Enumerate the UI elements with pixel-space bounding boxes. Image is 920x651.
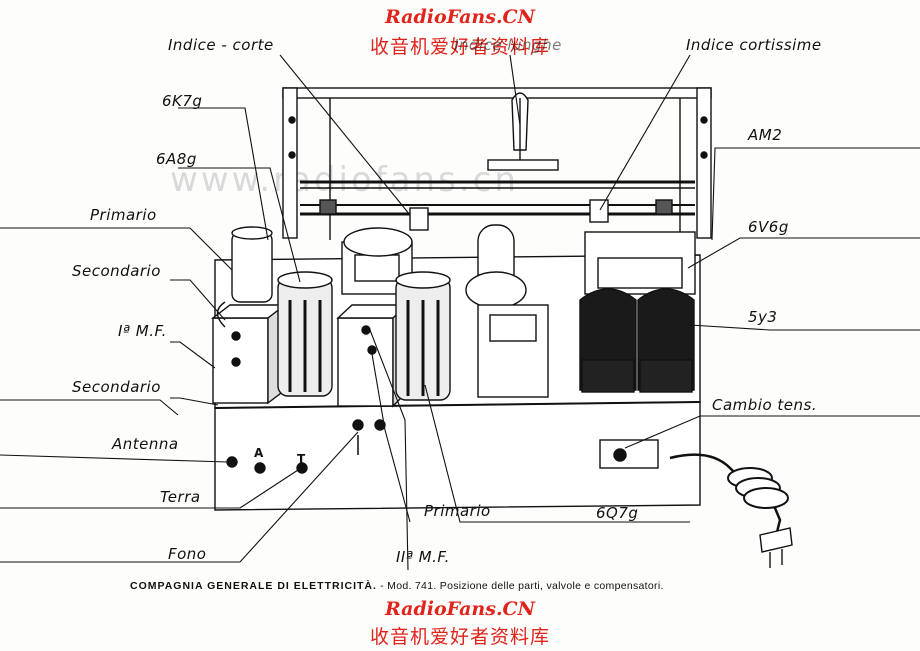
- label-second-mf: IIª M.F.: [396, 548, 450, 566]
- transformer-box: [477, 304, 549, 398]
- label-cambio-tens: Cambio tens.: [712, 396, 818, 414]
- watermark-site-bottom: RadioFans.CN: [384, 598, 536, 620]
- label-indice-lunghe: Indice lunghe: [454, 36, 562, 54]
- label-first-mf: Iª M.F.: [118, 322, 167, 340]
- tube-6v6g: [579, 288, 637, 393]
- figure-caption: COMPAGNIA GENERALE DI ELETTRICITÀ. - Mod…: [130, 580, 664, 592]
- label-fono: Fono: [168, 545, 207, 563]
- tube-6a8g: [277, 271, 333, 397]
- label-6q7g: 6Q7g: [596, 504, 639, 522]
- watermark-chinese-top: 收音机爱好者资料库: [369, 36, 550, 58]
- label-5y3: 5y3: [748, 308, 778, 326]
- label-secondario-top: Secondario: [72, 262, 161, 280]
- watermark-chinese-bottom: 收音机爱好者资料库: [369, 626, 550, 648]
- watermark-faint: www.radiofans.cn: [170, 160, 519, 200]
- rear-panel-sockets: [226, 419, 659, 474]
- label-terra: Terra: [160, 488, 201, 506]
- label-am2: AM2: [748, 126, 783, 144]
- tube-am2-area: [465, 224, 527, 309]
- label-indice-corte: Indice - corte: [168, 36, 274, 54]
- tube-5y3: [637, 288, 695, 393]
- dial-frame: [282, 87, 712, 240]
- leader-lines: [0, 54, 920, 571]
- tuning-capacitor: [341, 227, 413, 295]
- caption-description: - Mod. 741. Posizione delle parti, valvo…: [380, 580, 664, 592]
- label-primario-top: Primario: [90, 206, 157, 224]
- socket-label-t: T: [297, 452, 306, 466]
- label-indice-cortissime: Indice cortissime: [686, 36, 822, 54]
- label-secondario-bottom: Secondario: [72, 378, 161, 396]
- label-6k7g: 6K7g: [162, 92, 203, 110]
- socket-label-a: A: [254, 446, 264, 460]
- watermark-site-top: RadioFans.CN: [384, 6, 536, 28]
- caption-company: COMPAGNIA GENERALE DI ELETTRICITÀ.: [130, 580, 377, 592]
- label-6v6g: 6V6g: [748, 218, 789, 236]
- tube-6k7g: [216, 226, 273, 328]
- label-antenna: Antenna: [112, 435, 179, 453]
- power-transformer: [584, 231, 696, 295]
- label-6a8g: 6A8g: [156, 150, 197, 168]
- mains-cord: [669, 453, 793, 568]
- tube-6q7g: [395, 271, 451, 401]
- label-primario-bottom: Primario: [424, 502, 491, 520]
- chassis: [214, 254, 701, 511]
- first-mf-can: [210, 303, 288, 405]
